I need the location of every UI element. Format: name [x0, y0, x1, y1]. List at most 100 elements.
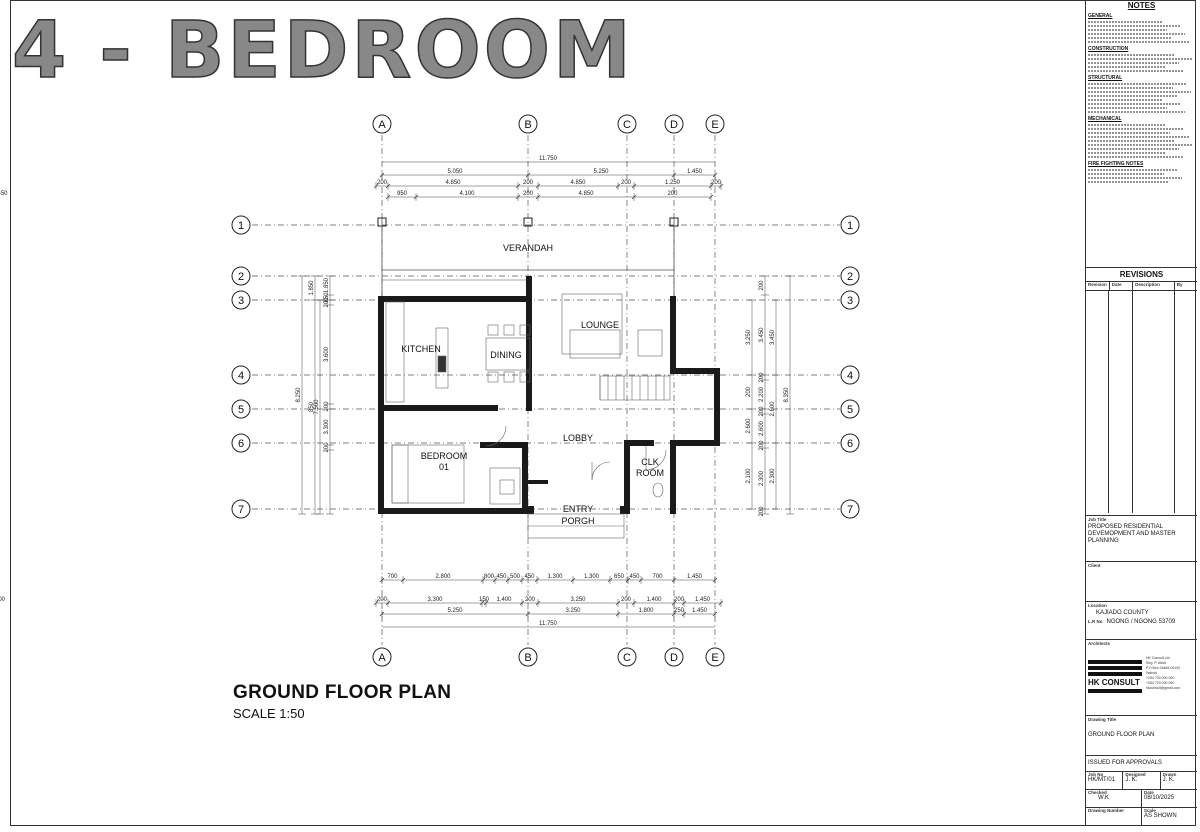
dim-bottom-row2-label: 200 [674, 597, 685, 603]
dim-bottom-row3-label: 1.800 [638, 608, 654, 614]
dim-top-row2-label: 200 [377, 180, 388, 186]
dim-top-row1-label: 1.450 [687, 169, 703, 175]
grid-bubble-a-bottom: A [373, 648, 391, 666]
notes-text-line [1088, 144, 1193, 146]
dim-bottom-row1-label: 700 [387, 574, 398, 580]
notes-text-line [1088, 29, 1167, 31]
dim-bottom-row2-label: 200 [525, 597, 536, 603]
dim-bottom-row2-label: 200 [377, 597, 388, 603]
svg-text:C: C [623, 119, 631, 131]
svg-text:2: 2 [847, 271, 853, 283]
dim-bottom-row3-label: 250 [674, 608, 685, 614]
room-label-entry: ENTRY [563, 504, 593, 514]
drawing-title-panel: Drawing Title GROUND FLOOR PLAN [1086, 716, 1197, 756]
dim-right-col4-label: 8.350 [784, 387, 790, 403]
dim-bottom-row3-label: 1.450 [692, 608, 708, 614]
notes-text-line [1088, 58, 1193, 60]
grid-bubble-e-bottom: E [706, 648, 724, 666]
notes-text-line [1088, 83, 1186, 85]
dim-top-row3-label: 4.850 [578, 191, 594, 197]
grid-bubble-6-left: 6 [232, 434, 250, 452]
notes-heading: NOTES [1088, 1, 1195, 10]
svg-text:D: D [670, 652, 678, 664]
drawing-scale: AS SHOWN [1144, 813, 1195, 820]
client-panel: Client [1086, 562, 1197, 602]
notes-text-line [1088, 128, 1184, 130]
notes-text-line [1088, 136, 1189, 138]
dim-top-row3-label: 1.450 [0, 191, 8, 197]
room-label-kitchen: KITCHEN [401, 344, 441, 354]
grid-bubble-3-left: 3 [232, 291, 250, 309]
grid-bubble-d-bottom: D [665, 648, 683, 666]
revisions-heading: REVISIONS [1086, 268, 1197, 282]
dim-right-col1-label: 200 [759, 280, 765, 291]
checked-by: W.K [1088, 795, 1139, 802]
grid-bubble-6-right: 6 [841, 434, 859, 452]
notes-text-line [1088, 41, 1190, 43]
room-label-bedroom: BEDROOM [421, 451, 468, 461]
notes-text-line [1088, 87, 1173, 89]
architects-panel: Architects HK CONSULT HK Consult LtdReg.… [1086, 640, 1197, 716]
dim-bottom-row2-label: 200 [0, 597, 6, 603]
dim-left-col1-label: 200 [324, 297, 330, 308]
dim-right-col2-label: 2.600 [746, 418, 752, 434]
grid-bubble-4-right: 4 [841, 366, 859, 384]
room-label-room: ROOM [636, 468, 664, 478]
notes-text-line [1088, 54, 1175, 56]
revisions-header-row: Revision Date Description By [1086, 282, 1197, 291]
grid-bubble-b-bottom: B [519, 648, 537, 666]
svg-text:5: 5 [847, 404, 853, 416]
location-panel: Location KAJIADO COUNTY L.R No NGONG / N… [1086, 602, 1197, 640]
grid-bubble-1-right: 1 [841, 216, 859, 234]
check-date-row: CheckedW.K Date08/10/2025 [1086, 790, 1197, 808]
notes-section-heading: CONSTRUCTION [1088, 46, 1195, 52]
dim-bottom-row2-label: 3.300 [427, 597, 443, 603]
notes-text-line [1088, 25, 1181, 27]
grid-bubble-5-left: 5 [232, 400, 250, 418]
dim-right-col1-label: 200 [759, 372, 765, 383]
svg-text:7: 7 [847, 504, 853, 516]
dim-bottom-row1-label: 450 [524, 574, 535, 580]
notes-text-line [1088, 33, 1185, 35]
svg-text:B: B [524, 119, 531, 131]
dim-bottom-row1-label: 2.800 [435, 574, 451, 580]
grid-bubble-1-left: 1 [232, 216, 250, 234]
dim-bottom-row1-label: 800 [484, 574, 495, 580]
notes-text-line [1088, 140, 1175, 142]
designed-by: J. K. [1125, 777, 1157, 784]
lr-number: NGONG / NGONG 53709 [1107, 619, 1176, 626]
grid-bubble-d-top: D [665, 115, 683, 133]
room-label-lobby: LOBBY [563, 433, 593, 443]
dim-left-col2-label: 1.850 [309, 280, 315, 296]
grid-bubble-e-top: E [706, 115, 724, 133]
grid-bubble-4-left: 4 [232, 366, 250, 384]
grid-bubble-c-bottom: C [618, 648, 636, 666]
dim-bottom-row2-label: 200 [621, 597, 632, 603]
dim-bottom-row1-label: 1.300 [547, 574, 563, 580]
dim-right-col1-label: 2.300 [759, 470, 765, 486]
revisions-body [1086, 291, 1197, 513]
drawn-by: J. K. [1163, 777, 1195, 784]
dim-left-col1-label: 200 [324, 442, 330, 453]
svg-text:A: A [378, 652, 386, 664]
dim-right-col1-label: 200 [759, 506, 765, 517]
notes-text-line [1088, 70, 1183, 72]
grid-bubble-c-top: C [618, 115, 636, 133]
notes-text-line [1088, 91, 1191, 93]
notes-text-line [1088, 148, 1179, 150]
notes-text-line [1088, 173, 1164, 175]
dim-right-col3-label: 2.300 [770, 468, 776, 484]
dim-bottom-row1-label: 450 [629, 574, 640, 580]
dim-right-col1-label: 2.600 [759, 420, 765, 436]
svg-text:C: C [623, 652, 631, 664]
dim-bottom-row1-label: 650 [614, 574, 625, 580]
svg-text:4: 4 [847, 370, 853, 382]
svg-text:4: 4 [238, 370, 244, 382]
walls [378, 218, 720, 514]
grid-bubble-b-top: B [519, 115, 537, 133]
issue-status: ISSUED FOR APPROVALS [1088, 760, 1195, 767]
dim-bottom-row1-label: 450 [496, 574, 507, 580]
notes-text-line [1088, 132, 1170, 134]
grid-bubble-2-left: 2 [232, 267, 250, 285]
dim-top-row3-label: 200 [667, 191, 678, 197]
